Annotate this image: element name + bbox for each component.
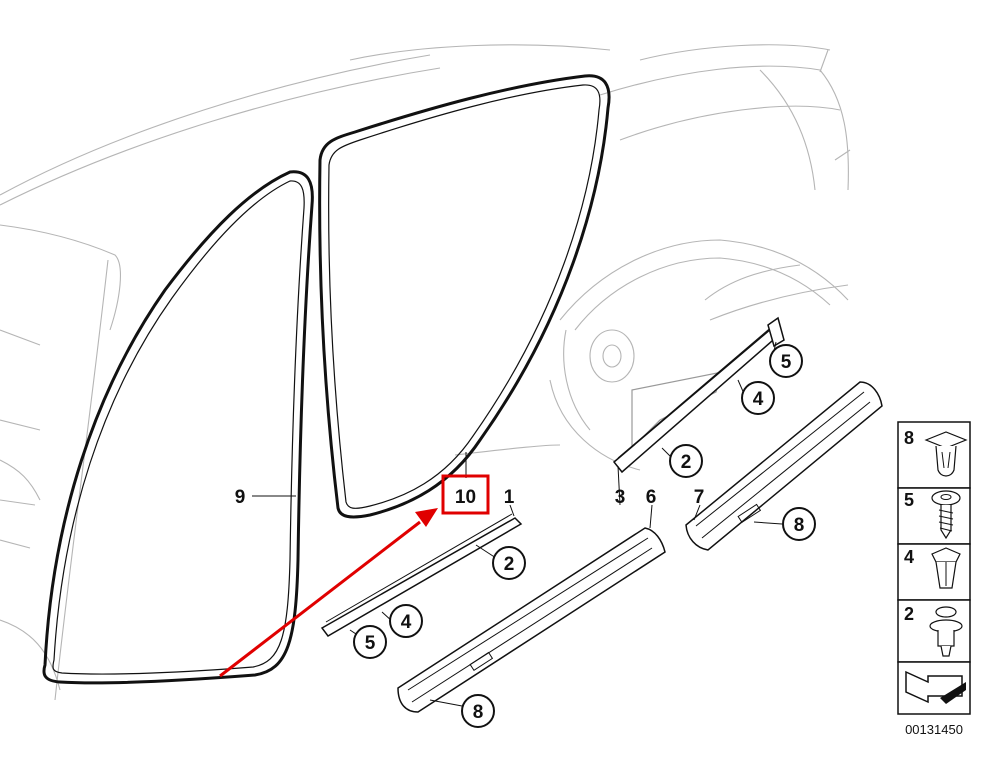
legend-label-4: 4 <box>904 547 914 567</box>
screw-icon <box>931 490 961 540</box>
legend-label-8: 8 <box>904 428 914 448</box>
svg-text:2: 2 <box>504 554 515 575</box>
car-body-outline <box>0 44 851 701</box>
label-seal-front: 9 <box>235 487 246 508</box>
legend-label-2: 2 <box>904 604 914 624</box>
callout-rear-clip-2: 2 <box>669 444 703 478</box>
callout-front-screw-5: 5 <box>353 625 387 659</box>
rear-door-seal <box>318 74 611 519</box>
leader-lines <box>252 341 783 707</box>
svg-text:5: 5 <box>781 352 792 373</box>
push-clip-icon <box>929 606 963 657</box>
sill-badge-rear <box>737 503 762 524</box>
reference-number: 00131450 <box>905 722 963 737</box>
svg-text:5: 5 <box>365 633 376 654</box>
front-trim-strip <box>320 513 523 637</box>
expanding-nut-icon <box>931 547 961 589</box>
callout-rear-clip-4: 4 <box>741 381 775 415</box>
highlight-box: 10 <box>441 474 490 515</box>
rear-trim-strip <box>612 316 785 474</box>
label-seal-rear: 10 <box>455 487 476 508</box>
clip-nut-icon <box>924 431 968 477</box>
svg-text:8: 8 <box>794 515 805 536</box>
label-sill-front: 6 <box>646 487 657 508</box>
rear-sill-plate <box>685 381 883 551</box>
callout-front-clip-2: 2 <box>492 546 526 580</box>
callout-rear-screw-5: 5 <box>769 344 803 378</box>
red-arrow <box>219 508 438 678</box>
svg-text:4: 4 <box>753 389 764 410</box>
arrow-left-icon <box>905 670 966 704</box>
legend-label-5: 5 <box>904 490 914 510</box>
front-door-seal <box>42 170 314 685</box>
svg-text:4: 4 <box>401 612 412 633</box>
label-trim-strip: 1 <box>504 487 515 508</box>
front-sill-plate <box>397 527 666 713</box>
label-sill-rear: 7 <box>694 487 705 508</box>
svg-text:8: 8 <box>473 702 484 723</box>
callout-front-clip-4: 4 <box>389 604 423 638</box>
callout-rear-cap-8: 8 <box>782 507 816 541</box>
svg-text:2: 2 <box>681 452 692 473</box>
fastener-legend: 8 5 4 2 <box>897 421 971 715</box>
sill-badge-front <box>469 651 494 672</box>
label-trim-strip-rear: 3 <box>615 487 626 508</box>
callout-front-cap-8: 8 <box>461 694 495 728</box>
